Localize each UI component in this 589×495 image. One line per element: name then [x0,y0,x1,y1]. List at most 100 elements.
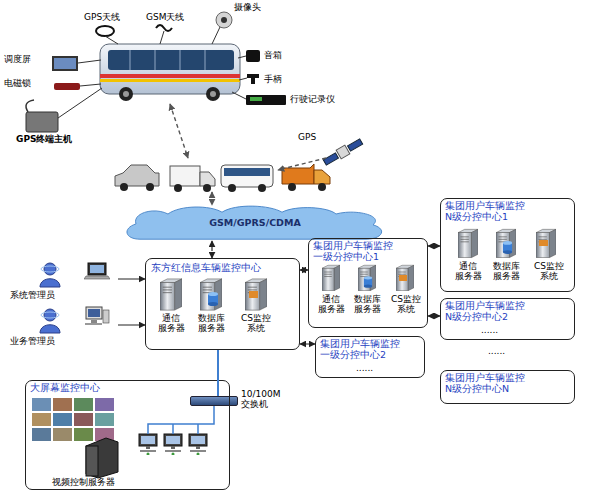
vehicle-fleet [288,183,296,191]
video-wall [32,413,51,426]
lan-wire [148,406,214,434]
vehicle-fleet [203,184,211,192]
bus-illustration [100,44,240,94]
part-label: 通信 服务器 [151,313,191,334]
server-icons [539,240,548,246]
video-wall [32,398,51,411]
bus-illustration [130,50,131,70]
server-icons [322,265,340,291]
bus-device-icons [156,25,172,31]
bus-illustration [100,74,240,78]
bus-device-icons [239,78,247,80]
bus-illustration [155,50,156,70]
connector [300,270,308,271]
video-wall [32,398,207,478]
bus-device-icons [54,83,80,90]
part-label: 行驶记录仪 [290,94,335,104]
vehicle-fleet [174,184,182,192]
bus-device-icons [246,50,260,62]
admin-icons [85,307,109,325]
video-wall [74,398,93,411]
vehicle-fleet [318,183,326,191]
part-label: ...... [488,346,505,356]
gps-satellite [348,139,363,151]
part-label: 数据库 服务器 [486,261,526,282]
part-label: CS监控 系统 [231,313,281,334]
connector [211,241,213,258]
vehicle-fleet [120,183,128,191]
server-icons [208,292,218,306]
bus-device-icons [238,56,246,58]
part-label: 数据库 服务器 [347,294,387,315]
bus-illustration [180,50,181,70]
server-icons [496,229,516,257]
bus-device-icons [212,27,220,44]
wireless-link [170,104,188,158]
sub-center-box: 集团用户车辆监控 N级分控中心2...... [440,298,575,340]
vehicle-fleet [200,172,215,186]
lan-wire [172,424,174,434]
server-icons [245,279,267,310]
connector [428,316,440,317]
bus-device-icons [232,92,246,99]
server-icons [458,229,478,257]
bus-device-icons [58,88,102,118]
bus-device-icons [246,95,286,105]
vehicle-fleet [282,164,314,184]
bus-illustration [119,87,133,101]
ellipsis: ...... [316,363,424,373]
part-label: GPS终端主机 [16,134,72,144]
bus-device-icons [78,60,101,63]
lan-wire [148,406,214,434]
wireless-link [211,192,212,205]
bus-illustration [100,44,240,101]
part-label: CS监控 系统 [385,294,427,315]
ellipsis: ...... [441,325,574,335]
control-center-box: 东方红信息车辆监控中心 [145,258,300,350]
connector [118,325,145,326]
vehicle-fleet [115,165,159,186]
video-wall [53,398,72,411]
server-icons [503,241,512,254]
server-icons [160,279,182,310]
vehicle-fleet [115,164,330,192]
vehicle-fleet [314,170,330,184]
bus-illustration [205,50,206,70]
video-wall [53,428,72,441]
bus-device-icons [54,58,76,69]
user-role: 业务管理员 [8,336,118,346]
bus-illustration [100,79,240,82]
center-title: 大屏幕监控中心 [26,381,130,396]
video-wall [164,434,182,456]
wireless-link [170,104,326,205]
part-label: GSM天线 [146,12,184,22]
connector [217,350,219,396]
video-wall [53,413,72,426]
server-icons [200,279,222,310]
part-label: 摄像头 [234,2,261,12]
part-label: 调度屏 [4,54,31,64]
part-label: 通信 服务器 [448,261,488,282]
bus-device-icons [160,31,164,44]
server-icons [358,265,376,291]
server-icons [364,276,372,288]
bus-device-icons [221,17,227,23]
server-icons [399,275,407,281]
part-label: 数据库 服务器 [187,313,235,334]
bus-device-icons [26,12,286,132]
center-title: 集团用户车辆监控 N级分控中心1 [441,199,545,225]
center-title: 东方红信息车辆监控中心 [146,259,299,277]
user-station: 业务管理员 [8,304,118,346]
gps-satellite [322,137,363,167]
video-wall [86,438,118,478]
connector [428,246,440,247]
network-switch: 10/100M 交换机 [190,396,238,406]
part-label: GPS [298,132,316,142]
video-wall [74,428,93,441]
bus-device-icons [250,97,262,101]
bus-illustration [210,91,216,97]
